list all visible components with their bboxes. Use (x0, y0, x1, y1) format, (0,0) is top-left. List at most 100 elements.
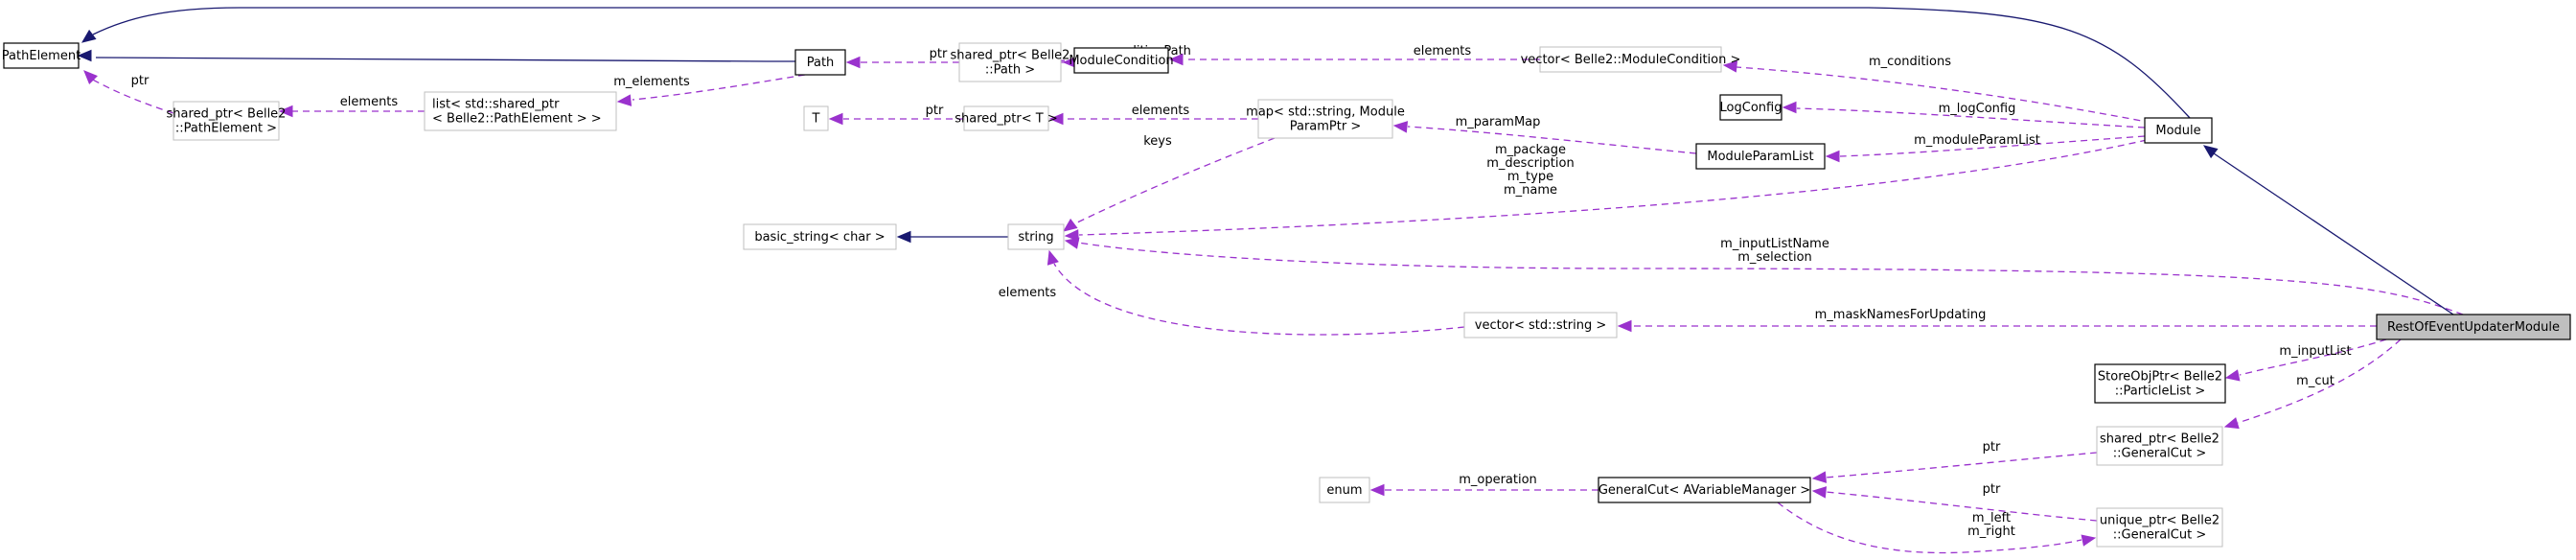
class-name: Module (2155, 124, 2200, 138)
class-name-line: ModuleParamList (1707, 150, 1813, 164)
edge-label-line: m_package (1495, 143, 1566, 157)
arrowhead-icon (896, 230, 911, 244)
usage-line (1839, 135, 2146, 157)
class-node-basic-string[interactable]: basic_string< char > (743, 223, 897, 250)
class-node-path[interactable]: Path (794, 49, 846, 76)
class-name-line: list< std::shared_ptr (432, 97, 560, 111)
class-name-line: Path (807, 56, 835, 70)
edge-upcut-generalcut: ptr (1811, 482, 2098, 522)
edge-label-line: m_name (1504, 183, 1557, 198)
arrowhead-icon (2224, 369, 2241, 382)
class-box[interactable] (1257, 99, 1393, 139)
class-box[interactable] (958, 42, 1062, 82)
class-name: string (1018, 230, 1053, 245)
class-name: basic_string< char > (754, 230, 885, 245)
class-node-pathelement[interactable]: PathElement (2, 42, 80, 69)
class-node-generalcut[interactable]: GeneralCut< AVariableManager > (1598, 477, 1811, 503)
edge-label-line: m_logConfig (1939, 102, 2016, 116)
class-box[interactable] (2144, 117, 2213, 144)
arrowhead-icon (80, 29, 97, 43)
class-name: shared_ptr< Belle2::Path > (951, 48, 1070, 77)
class-box[interactable] (1463, 312, 1618, 338)
class-box[interactable] (1319, 477, 1370, 503)
class-node-enum[interactable]: enum (1319, 477, 1370, 503)
edge-label: m_cut (2296, 374, 2334, 388)
class-box[interactable] (2376, 314, 2571, 340)
class-box[interactable] (424, 91, 617, 131)
class-node-vec-modulecondition[interactable]: vector< Belle2::ModuleCondition > (1521, 46, 1741, 73)
edge-path-pathelement (77, 49, 795, 62)
class-name: StoreObjPtr< Belle2::ParticleList > (2098, 369, 2222, 398)
class-box[interactable] (2094, 363, 2226, 404)
edge-roe-spcut: m_cut (2223, 338, 2402, 430)
class-box[interactable] (794, 49, 846, 76)
class-name-line: ::GeneralCut > (2113, 446, 2206, 460)
class-node-sp-t[interactable]: shared_ptr< T > (954, 105, 1058, 131)
edge-label-line: m_moduleParamList (1914, 133, 2040, 148)
class-box[interactable] (2096, 507, 2223, 548)
class-name-line: shared_ptr< Belle2 (951, 48, 1070, 62)
class-node-up-generalcut[interactable]: unique_ptr< Belle2::GeneralCut > (2096, 507, 2223, 548)
class-box[interactable] (1539, 46, 1722, 73)
edge-list-sp: elements (278, 95, 425, 118)
edge-vecstring-string: elements (999, 249, 1465, 336)
class-node-vec-string[interactable]: vector< std::string > (1463, 312, 1618, 338)
class-name: GeneralCut< AVariableManager > (1598, 483, 1810, 498)
class-name-line: ModuleCondition (1069, 54, 1173, 68)
class-box[interactable] (172, 101, 280, 141)
class-box[interactable] (3, 42, 80, 69)
class-name-line: PathElement (2, 49, 80, 63)
class-node-sp-path[interactable]: shared_ptr< Belle2::Path > (951, 42, 1070, 82)
class-box[interactable] (1598, 477, 1811, 503)
edge-module-vec: m_conditions (1722, 55, 2152, 124)
edge-label-line: m_inputList (2279, 344, 2351, 359)
usage-line (1796, 107, 2146, 128)
class-node-string[interactable]: string (1007, 223, 1065, 250)
edge-label-line: m_operation (1459, 473, 1537, 487)
class-box[interactable] (1719, 94, 1782, 121)
class-box[interactable] (1073, 47, 1169, 74)
class-name: LogConfig (1720, 101, 1782, 115)
arrowhead-icon (1782, 101, 1797, 114)
class-node-storeobjptr-particlelist[interactable]: StoreObjPtr< Belle2::ParticleList > (2094, 363, 2226, 404)
class-name: shared_ptr< Belle2::PathElement > (167, 106, 287, 135)
class-node-logconfig[interactable]: LogConfig (1719, 94, 1782, 121)
class-node-modulecondition[interactable]: ModuleCondition (1069, 47, 1174, 74)
class-node-moduleparamlist[interactable]: ModuleParamList (1695, 143, 1826, 170)
class-node-sp-pathelement[interactable]: shared_ptr< Belle2::PathElement > (167, 101, 287, 141)
class-box[interactable] (743, 223, 897, 250)
edge-label-line: m_elements (613, 75, 690, 89)
edge-roe-storeobj: m_inputList (2224, 338, 2387, 382)
edge-label-line: elements (1132, 104, 1190, 118)
arrowhead-icon (1168, 53, 1184, 66)
class-node-t[interactable]: T (803, 105, 829, 131)
class-name: PathElement (2, 49, 80, 63)
class-node-restofeventupdatermodule[interactable]: RestOfEventUpdaterModule (2376, 314, 2571, 340)
edge-spT-T: ptr (828, 104, 964, 126)
inheritance-line (2213, 152, 2454, 315)
class-name: list< std::shared_ptr< Belle2::PathEleme… (432, 97, 602, 126)
class-box[interactable] (803, 105, 829, 131)
class-node-list-sp-pathelement[interactable]: list< std::shared_ptr< Belle2::PathEleme… (424, 91, 617, 131)
class-box[interactable] (1007, 223, 1065, 250)
edge-roe-vecstring: m_maskNamesForUpdating (1617, 308, 2377, 333)
arrowhead-icon (1392, 121, 1409, 133)
edge-label-line: m_cut (2296, 374, 2334, 388)
edge-module-mpl: m_moduleParamList (1825, 133, 2146, 163)
class-node-module[interactable]: Module (2144, 117, 2213, 144)
class-node-sp-generalcut[interactable]: shared_ptr< Belle2::GeneralCut > (2096, 426, 2223, 466)
arrowhead-icon (1048, 112, 1064, 126)
usage-line (1825, 452, 2098, 478)
inheritance-line (95, 57, 795, 62)
arrowhead-icon (1811, 471, 1828, 483)
class-box[interactable] (2096, 426, 2223, 466)
class-box[interactable] (1695, 143, 1826, 170)
edge-label-line: m_left (1972, 511, 2011, 525)
class-box[interactable] (963, 105, 1049, 131)
arrowhead-icon (1046, 249, 1059, 266)
edge-mpl-map: m_paramMap (1392, 115, 1697, 154)
